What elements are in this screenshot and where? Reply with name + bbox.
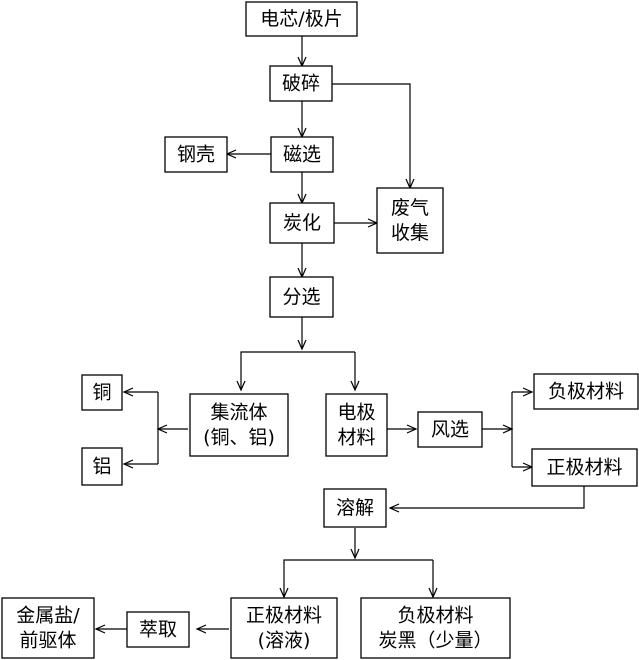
edge-split-cathode-sol (279, 559, 433, 599)
node-label: 风选 (431, 419, 469, 441)
node-label: 集流体 (铜、铝) (203, 402, 275, 449)
node-label-line: 钢壳 (177, 144, 215, 166)
node-label-line: 溶解 (336, 497, 374, 519)
node-electrode: 电极材料 (325, 393, 388, 457)
node-label: 负极材料炭黑（少量） (378, 605, 492, 652)
node-label-line: 集流体 (210, 402, 267, 424)
node-label-line: (铜、铝) (203, 427, 275, 449)
node-label-line: 材料 (337, 427, 375, 449)
node-label-line: 金属盐/ (16, 605, 80, 627)
node-label-line: 炭化 (283, 212, 321, 234)
node-cathode: 正极材料 (531, 448, 638, 487)
node-anode-black: 负极材料炭黑（少量） (360, 597, 511, 659)
node-label-line: 风选 (431, 419, 469, 441)
node-label: 废气收集 (391, 197, 429, 244)
node-crush: 破碎 (269, 65, 333, 102)
node-label-line: 萃取 (139, 619, 177, 641)
node-label: 铜 (92, 382, 111, 404)
node-label: 电芯/极片 (260, 8, 342, 30)
node-label-line: 收集 (391, 222, 429, 244)
node-label-line: 废气 (391, 197, 429, 219)
edge-cathode-dissolve (388, 486, 585, 513)
node-label: 铝 (92, 456, 111, 478)
node-label: 溶解 (336, 497, 374, 519)
node-magnetic: 磁选 (270, 136, 334, 173)
node-label-line: 前驱体 (19, 630, 76, 652)
node-label-line: (溶液) (258, 630, 311, 652)
node-sort: 分选 (269, 276, 334, 318)
node-label-line: 磁选 (283, 144, 321, 166)
node-copper: 铜 (81, 374, 123, 411)
node-label: 炭化 (283, 212, 321, 234)
node-label-line: 分选 (282, 286, 320, 308)
node-wind: 风选 (417, 411, 483, 448)
node-label-line: 负极材料 (397, 605, 473, 627)
node-label: 破碎 (282, 73, 320, 95)
node-label: 钢壳 (177, 144, 215, 166)
node-label: 萃取 (139, 619, 177, 641)
node-steel: 钢壳 (164, 136, 228, 173)
node-label: 电极材料 (337, 402, 375, 449)
node-cathode-sol: 正极材料 (溶液) (230, 597, 338, 659)
node-label-line: 负极材料 (548, 381, 624, 403)
node-label: 正极材料 (溶液) (246, 605, 322, 652)
node-extract: 萃取 (126, 611, 190, 648)
node-label-line: 正极材料 (246, 605, 322, 627)
node-label-line: 炭黑（少量） (378, 630, 492, 652)
node-carbonize: 炭化 (269, 202, 335, 244)
node-label-line: 正极材料 (546, 457, 622, 479)
node-label: 负极材料 (548, 381, 624, 403)
node-salt: 金属盐/前驱体 (1, 597, 95, 659)
edge-split-collector (236, 351, 355, 392)
node-dissolve: 溶解 (323, 488, 387, 528)
node-cell: 电芯/极片 (245, 1, 358, 37)
node-label-line: 铝 (92, 456, 111, 478)
node-label-line: 铜 (92, 382, 111, 404)
node-label: 金属盐/前驱体 (16, 605, 80, 652)
node-collector: 集流体 (铜、铝) (189, 393, 289, 457)
node-label: 正极材料 (546, 457, 622, 479)
node-label-line: 电芯/极片 (260, 8, 342, 30)
edges (94, 36, 585, 634)
node-gas: 废气收集 (376, 187, 444, 254)
node-label: 分选 (282, 286, 320, 308)
node-label-line: 破碎 (282, 73, 320, 95)
node-aluminum: 铝 (81, 447, 123, 486)
node-anode: 负极材料 (533, 373, 639, 410)
node-label: 磁选 (283, 144, 321, 166)
edge-crush-gas (332, 83, 415, 190)
node-label-line: 电极 (337, 402, 375, 424)
